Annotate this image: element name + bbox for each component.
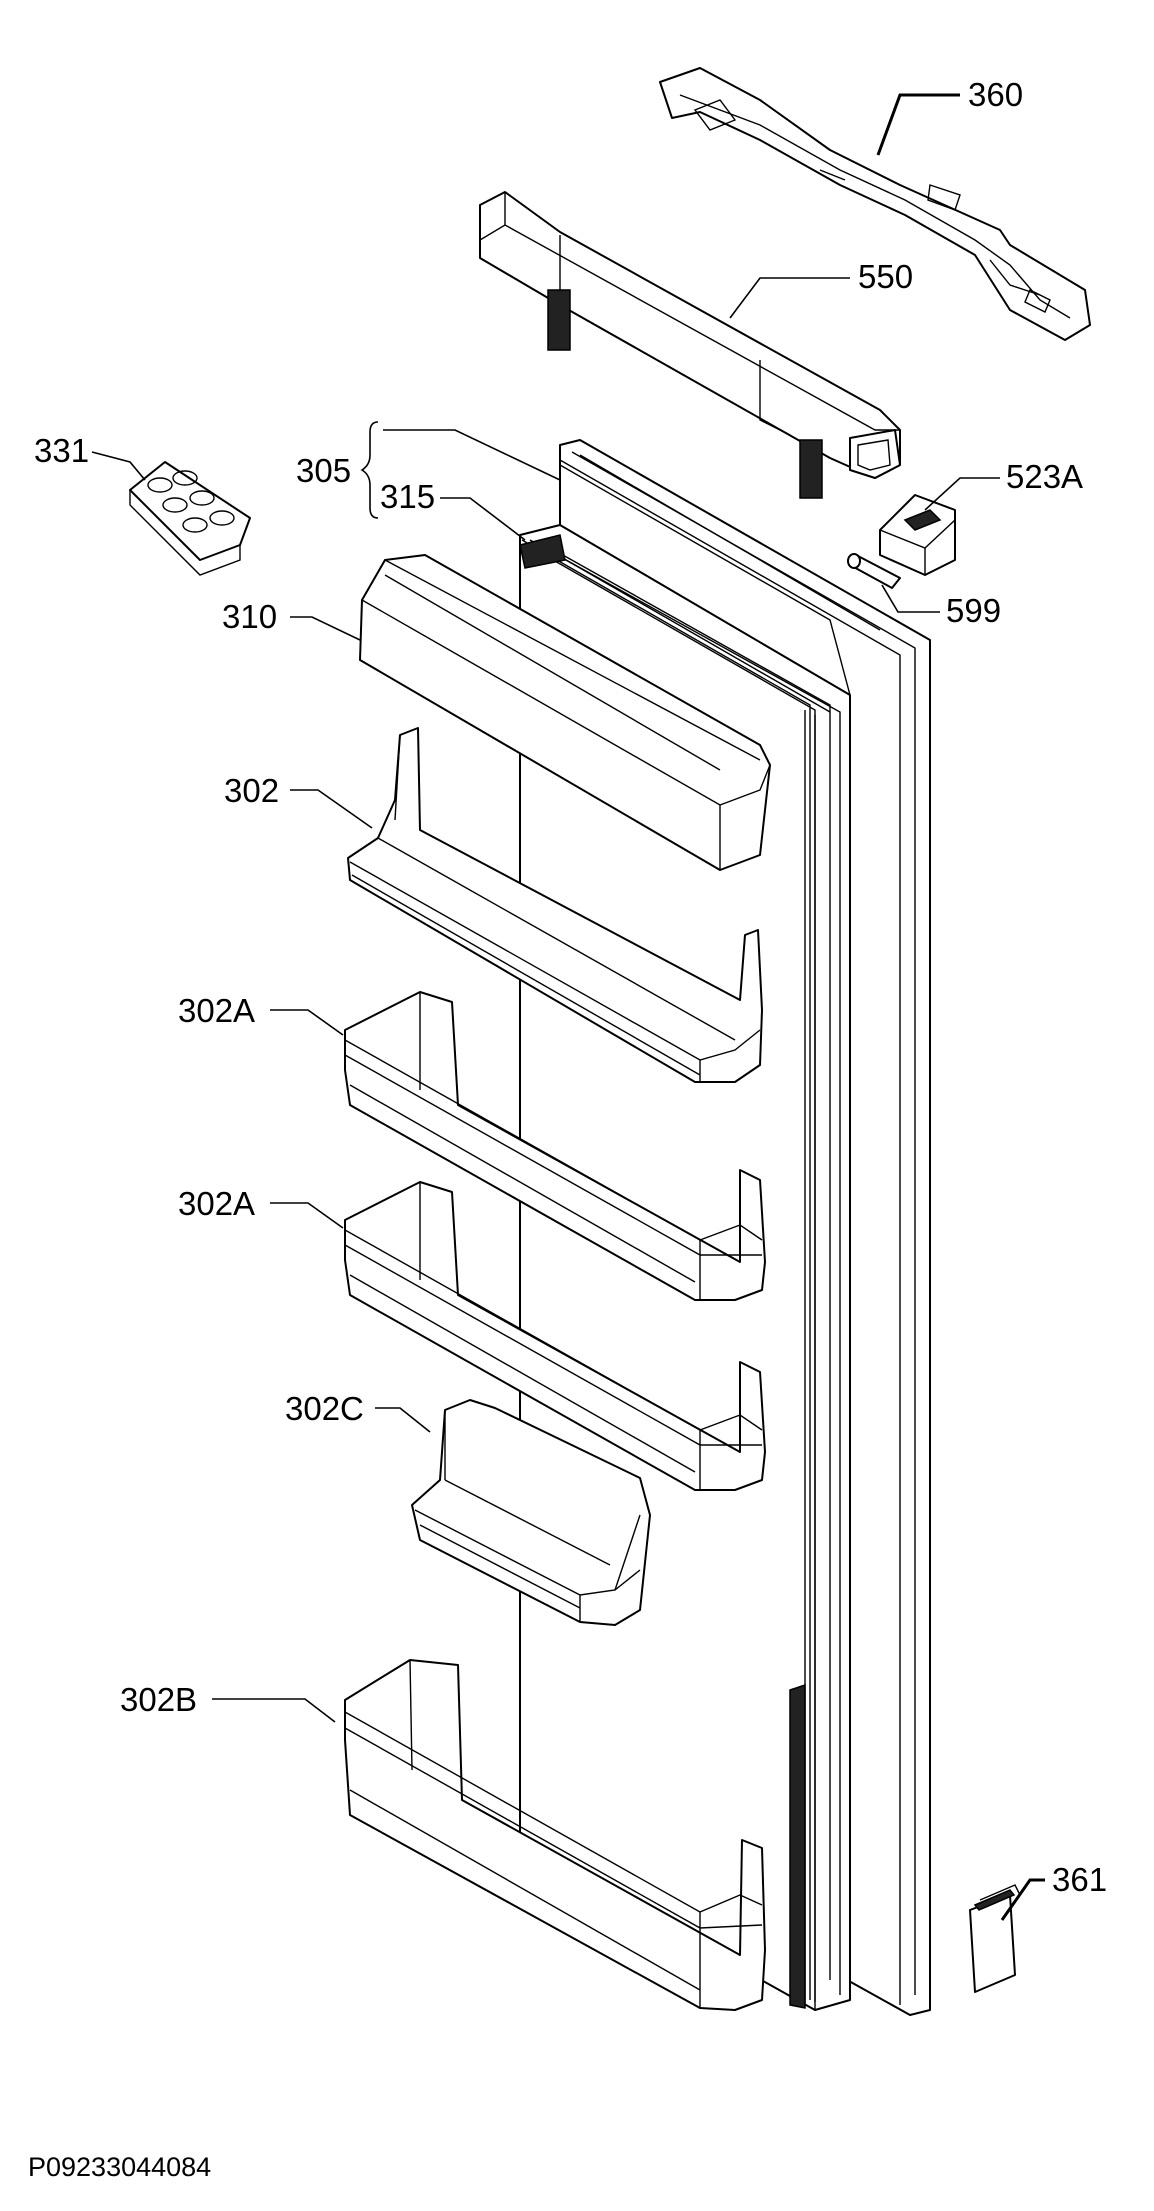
label-550: 550 <box>858 258 913 295</box>
label-302: 302 <box>224 772 279 809</box>
part-599-pin <box>847 553 901 589</box>
leader-360 <box>876 93 960 156</box>
label-302A-1: 302A <box>178 992 255 1029</box>
leader-302C <box>375 1407 431 1433</box>
label-305: 305 <box>296 452 351 489</box>
leader-550 <box>729 277 850 319</box>
label-523A: 523A <box>1006 458 1083 495</box>
leader-305 <box>383 429 561 481</box>
leader-361 <box>1000 1878 1045 1921</box>
leader-331 <box>91 451 146 481</box>
brace-305-315 <box>360 421 379 519</box>
label-310: 310 <box>222 598 277 635</box>
drawing-code: P09233044084 <box>28 2152 211 2182</box>
leader-302A-2 <box>270 1202 344 1229</box>
leader-lines <box>91 93 1045 1921</box>
leader-599 <box>881 584 940 613</box>
part-315-door-gasket <box>519 534 831 2009</box>
part-361-hinge-cover <box>969 1884 1021 1993</box>
leader-302A-1 <box>270 1009 344 1036</box>
part-302A-door-shelf-1 <box>344 991 766 1301</box>
label-599: 599 <box>946 592 1001 629</box>
leader-315 <box>440 497 526 541</box>
label-302B: 302B <box>120 1681 197 1718</box>
part-360-hinge-bracket <box>659 67 1091 341</box>
leader-310 <box>290 616 361 641</box>
label-331: 331 <box>34 432 89 469</box>
part-331-egg-tray <box>129 461 251 576</box>
part-302B-bottom-shelf <box>344 1659 766 2011</box>
label-302C: 302C <box>285 1390 364 1427</box>
leader-523A <box>924 477 1000 511</box>
label-361: 361 <box>1052 1861 1107 1898</box>
label-360: 360 <box>968 76 1023 113</box>
part-310-dairy-compartment <box>359 554 771 871</box>
leader-302 <box>290 789 373 829</box>
label-302A-2: 302A <box>178 1185 255 1222</box>
part-labels: 360 550 331 305 315 523A 599 310 302 302… <box>34 76 1107 1898</box>
part-302A-door-shelf-2 <box>344 1181 766 1491</box>
part-302-door-shelf <box>347 727 763 1083</box>
leader-302B <box>212 1698 336 1723</box>
part-302C-small-basket <box>411 1399 651 1626</box>
label-315: 315 <box>380 478 435 515</box>
part-550-top-cover <box>479 191 901 499</box>
part-523A-hinge-cap <box>879 494 956 576</box>
